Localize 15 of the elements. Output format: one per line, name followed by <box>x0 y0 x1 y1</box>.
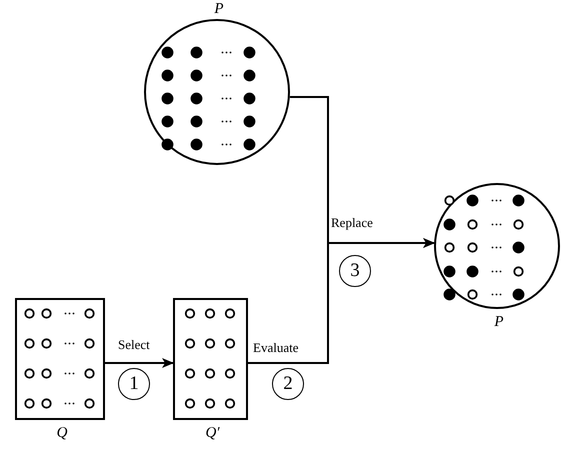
set-label: P <box>493 315 505 330</box>
edge-label: Replace <box>330 215 374 230</box>
edge-label: Evaluate <box>252 340 300 355</box>
set-label: P <box>213 2 225 17</box>
step-number: 1 <box>128 372 140 396</box>
set-label: Q <box>56 426 68 441</box>
step-number-circle <box>272 368 304 400</box>
arrow <box>290 96 436 248</box>
edge-label: Select <box>117 337 151 352</box>
step-number: 2 <box>282 372 294 396</box>
step-number-circle <box>118 368 150 400</box>
step-number-circle <box>339 255 371 287</box>
set-label: Q′ <box>204 426 220 441</box>
arrow <box>105 358 174 368</box>
step-number: 3 <box>349 259 361 283</box>
